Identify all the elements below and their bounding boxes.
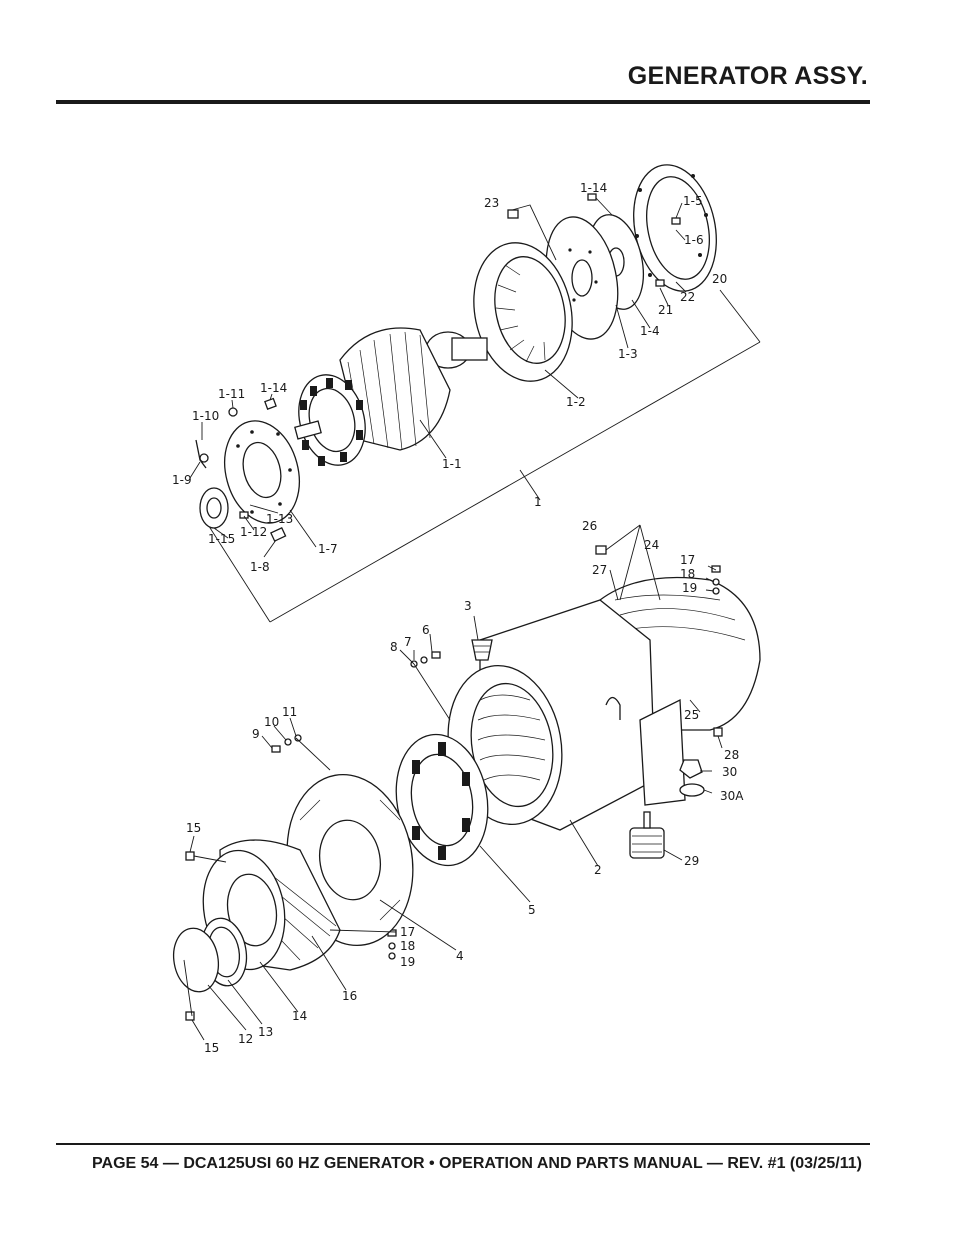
callout-1-4: 1-4 (640, 324, 660, 338)
callout-18-lower: 18 (400, 939, 415, 953)
header-rule (56, 100, 870, 104)
callout-14: 14 (292, 1009, 307, 1023)
callout-23: 23 (484, 196, 499, 210)
callout-1-8: 1-8 (250, 560, 270, 574)
callout-7: 7 (404, 635, 412, 649)
rotor-assembly-drawing (189, 164, 761, 623)
callout-22: 22 (680, 290, 695, 304)
callout-8: 8 (390, 640, 398, 654)
callout-1: 1 (534, 495, 542, 509)
callout-11: 11 (282, 705, 297, 719)
callout-26: 26 (582, 519, 597, 533)
callout-5: 5 (528, 903, 536, 917)
callout-21: 21 (658, 303, 673, 317)
callout-19-right: 19 (682, 581, 697, 595)
callout-24: 24 (644, 538, 659, 552)
callout-1-2: 1-2 (566, 395, 586, 409)
callout-25: 25 (684, 708, 699, 722)
callout-1-14-left: 1-14 (260, 381, 287, 395)
callout-10: 10 (264, 715, 279, 729)
callout-1-3: 1-3 (618, 347, 638, 361)
callout-17-lower: 17 (400, 925, 415, 939)
callout-29: 29 (684, 854, 699, 868)
callout-1-15: 1-15 (208, 532, 235, 546)
callout-1-10: 1-10 (192, 409, 219, 423)
callout-2: 2 (594, 863, 602, 877)
callout-1-5: 1-5 (683, 194, 703, 208)
callout-9: 9 (252, 727, 260, 741)
callout-15-bottom: 15 (204, 1041, 219, 1055)
callout-19-lower: 19 (400, 955, 415, 969)
callout-12: 12 (238, 1032, 253, 1046)
callout-16: 16 (342, 989, 357, 1003)
callout-20: 20 (712, 272, 727, 286)
footer-rule (56, 1143, 870, 1145)
callout-28: 28 (724, 748, 739, 762)
page-title: GENERATOR ASSY. (627, 62, 868, 90)
callout-1-11: 1-11 (218, 387, 245, 401)
callout-3: 3 (464, 599, 472, 613)
callout-17-right: 17 (680, 553, 695, 567)
callout-1-14-top: 1-14 (580, 181, 607, 195)
callout-15-top: 15 (186, 821, 201, 835)
callout-1-13: 1-13 (266, 512, 293, 526)
callout-1-9: 1-9 (172, 473, 192, 487)
callout-13: 13 (258, 1025, 273, 1039)
callout-18-right: 18 (680, 567, 695, 581)
callout-1-1: 1-1 (442, 457, 462, 471)
callout-1-6: 1-6 (684, 233, 704, 247)
stator-frame-drawing (172, 524, 761, 1041)
callout-1-7: 1-7 (318, 542, 338, 556)
callout-6: 6 (422, 623, 430, 637)
callout-30a: 30A (720, 789, 744, 803)
callout-30: 30 (722, 765, 737, 779)
callout-27: 27 (592, 563, 607, 577)
callout-4: 4 (456, 949, 464, 963)
page-footer: PAGE 54 — DCA125USI 60 HZ GENERATOR • OP… (92, 1155, 862, 1172)
callout-1-12: 1-12 (240, 525, 267, 539)
